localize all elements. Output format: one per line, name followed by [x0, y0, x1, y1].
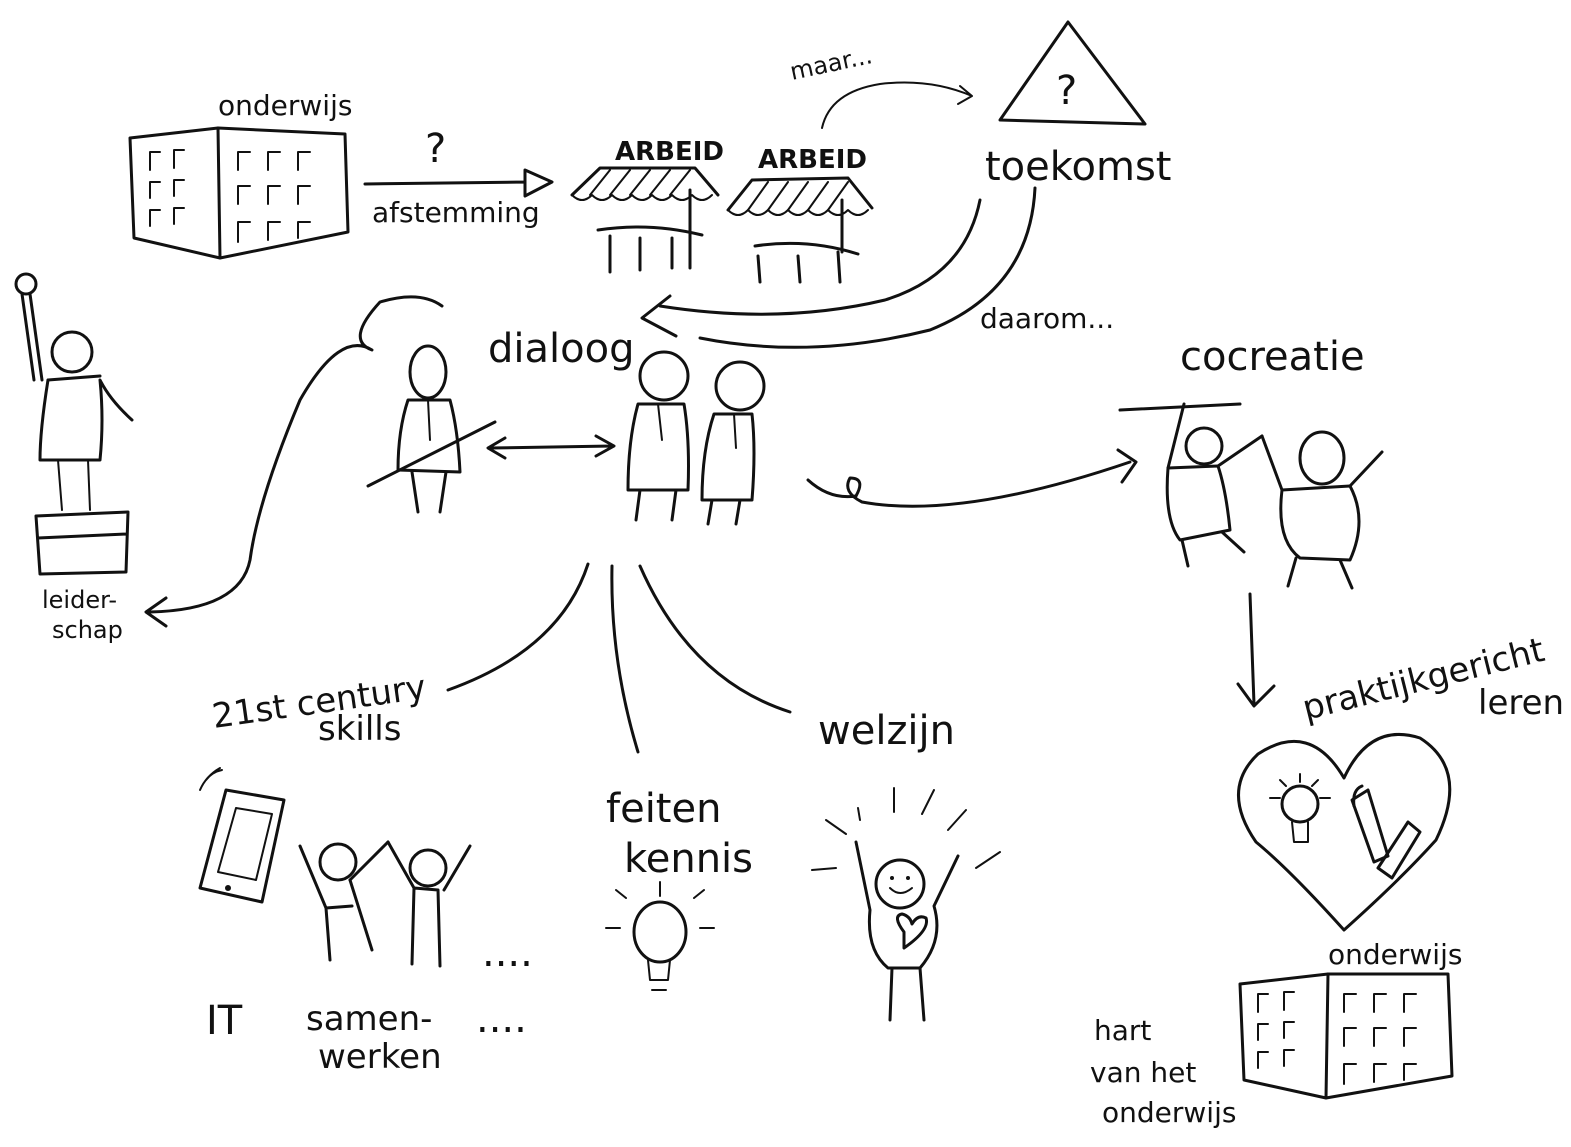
label-kennis: kennis: [624, 836, 753, 882]
label-onderwijs-top: onderwijs: [218, 89, 352, 122]
maar-arrow: [821, 81, 973, 129]
market-stall-2-icon: [726, 176, 874, 284]
branch-skills: [446, 562, 590, 692]
dialog-double-arrow: [486, 434, 616, 460]
daarom-arrow-head: [640, 294, 678, 338]
label-arbeid-2: ARBEID: [758, 145, 867, 175]
label-dialoog: dialoog: [488, 326, 634, 372]
happy-person-heart-icon: [811, 787, 1001, 1022]
person-right-figure-icon: [700, 360, 766, 526]
label-praktijk-2: leren: [1478, 683, 1564, 723]
tools-icon: [1350, 784, 1422, 880]
market-stall-1-icon: [570, 166, 720, 274]
label-afstemming: afstemming: [372, 196, 540, 229]
label-leiderschap-2: schap: [52, 616, 123, 644]
label-hart-2: van het: [1090, 1056, 1196, 1089]
label-samenwerken-2: werken: [318, 1037, 442, 1077]
school-building-top-icon: [128, 126, 350, 260]
lightbulb-idea-icon: [605, 881, 715, 991]
teamwork-people-icon: [298, 840, 472, 968]
label-maar: maar...: [787, 41, 874, 86]
label-skills: skills: [318, 709, 401, 749]
question-mark-top: ?: [425, 126, 446, 172]
smartphone-icon: [198, 767, 286, 904]
heart-icon: [1237, 733, 1452, 932]
warning-triangle-icon: [998, 20, 1147, 126]
label-hart-3: onderwijs: [1102, 1096, 1236, 1129]
branch-kennis: [610, 564, 640, 754]
cocreation-people-icon: [1118, 402, 1384, 590]
label-leiderschap-1: leider-: [42, 586, 117, 614]
lightbulb-small-icon: [1269, 773, 1331, 843]
label-toekomst: toekomst: [985, 144, 1171, 190]
daarom-arrow: [658, 186, 1037, 349]
leiderschap-arrow: [144, 295, 444, 628]
label-welzijn: welzijn: [818, 708, 955, 754]
label-daarom: daarom...: [980, 302, 1114, 335]
person-middle-figure-icon: [626, 350, 690, 522]
praktijk-arrow: [1236, 592, 1276, 708]
question-mark-triangle: ?: [1056, 68, 1077, 114]
dots-1: ....: [482, 930, 533, 976]
branch-welzijn: [638, 564, 792, 714]
person-left-figure-icon: [366, 344, 497, 514]
leader-on-podium-icon: [14, 272, 134, 576]
label-onderwijs-bottom: onderwijs: [1328, 938, 1462, 971]
label-hart-1: hart: [1094, 1014, 1151, 1047]
cocreatie-arrow: [806, 448, 1138, 508]
label-feiten: feiten: [606, 786, 721, 832]
label-it: IT: [206, 998, 243, 1044]
dots-2: ....: [476, 996, 527, 1042]
school-building-bottom-icon: [1238, 972, 1454, 1100]
label-samenwerken-1: samen-: [306, 999, 432, 1039]
label-arbeid-1: ARBEID: [615, 137, 724, 167]
label-cocreatie: cocreatie: [1180, 334, 1365, 380]
afstemming-arrow: [363, 168, 554, 198]
